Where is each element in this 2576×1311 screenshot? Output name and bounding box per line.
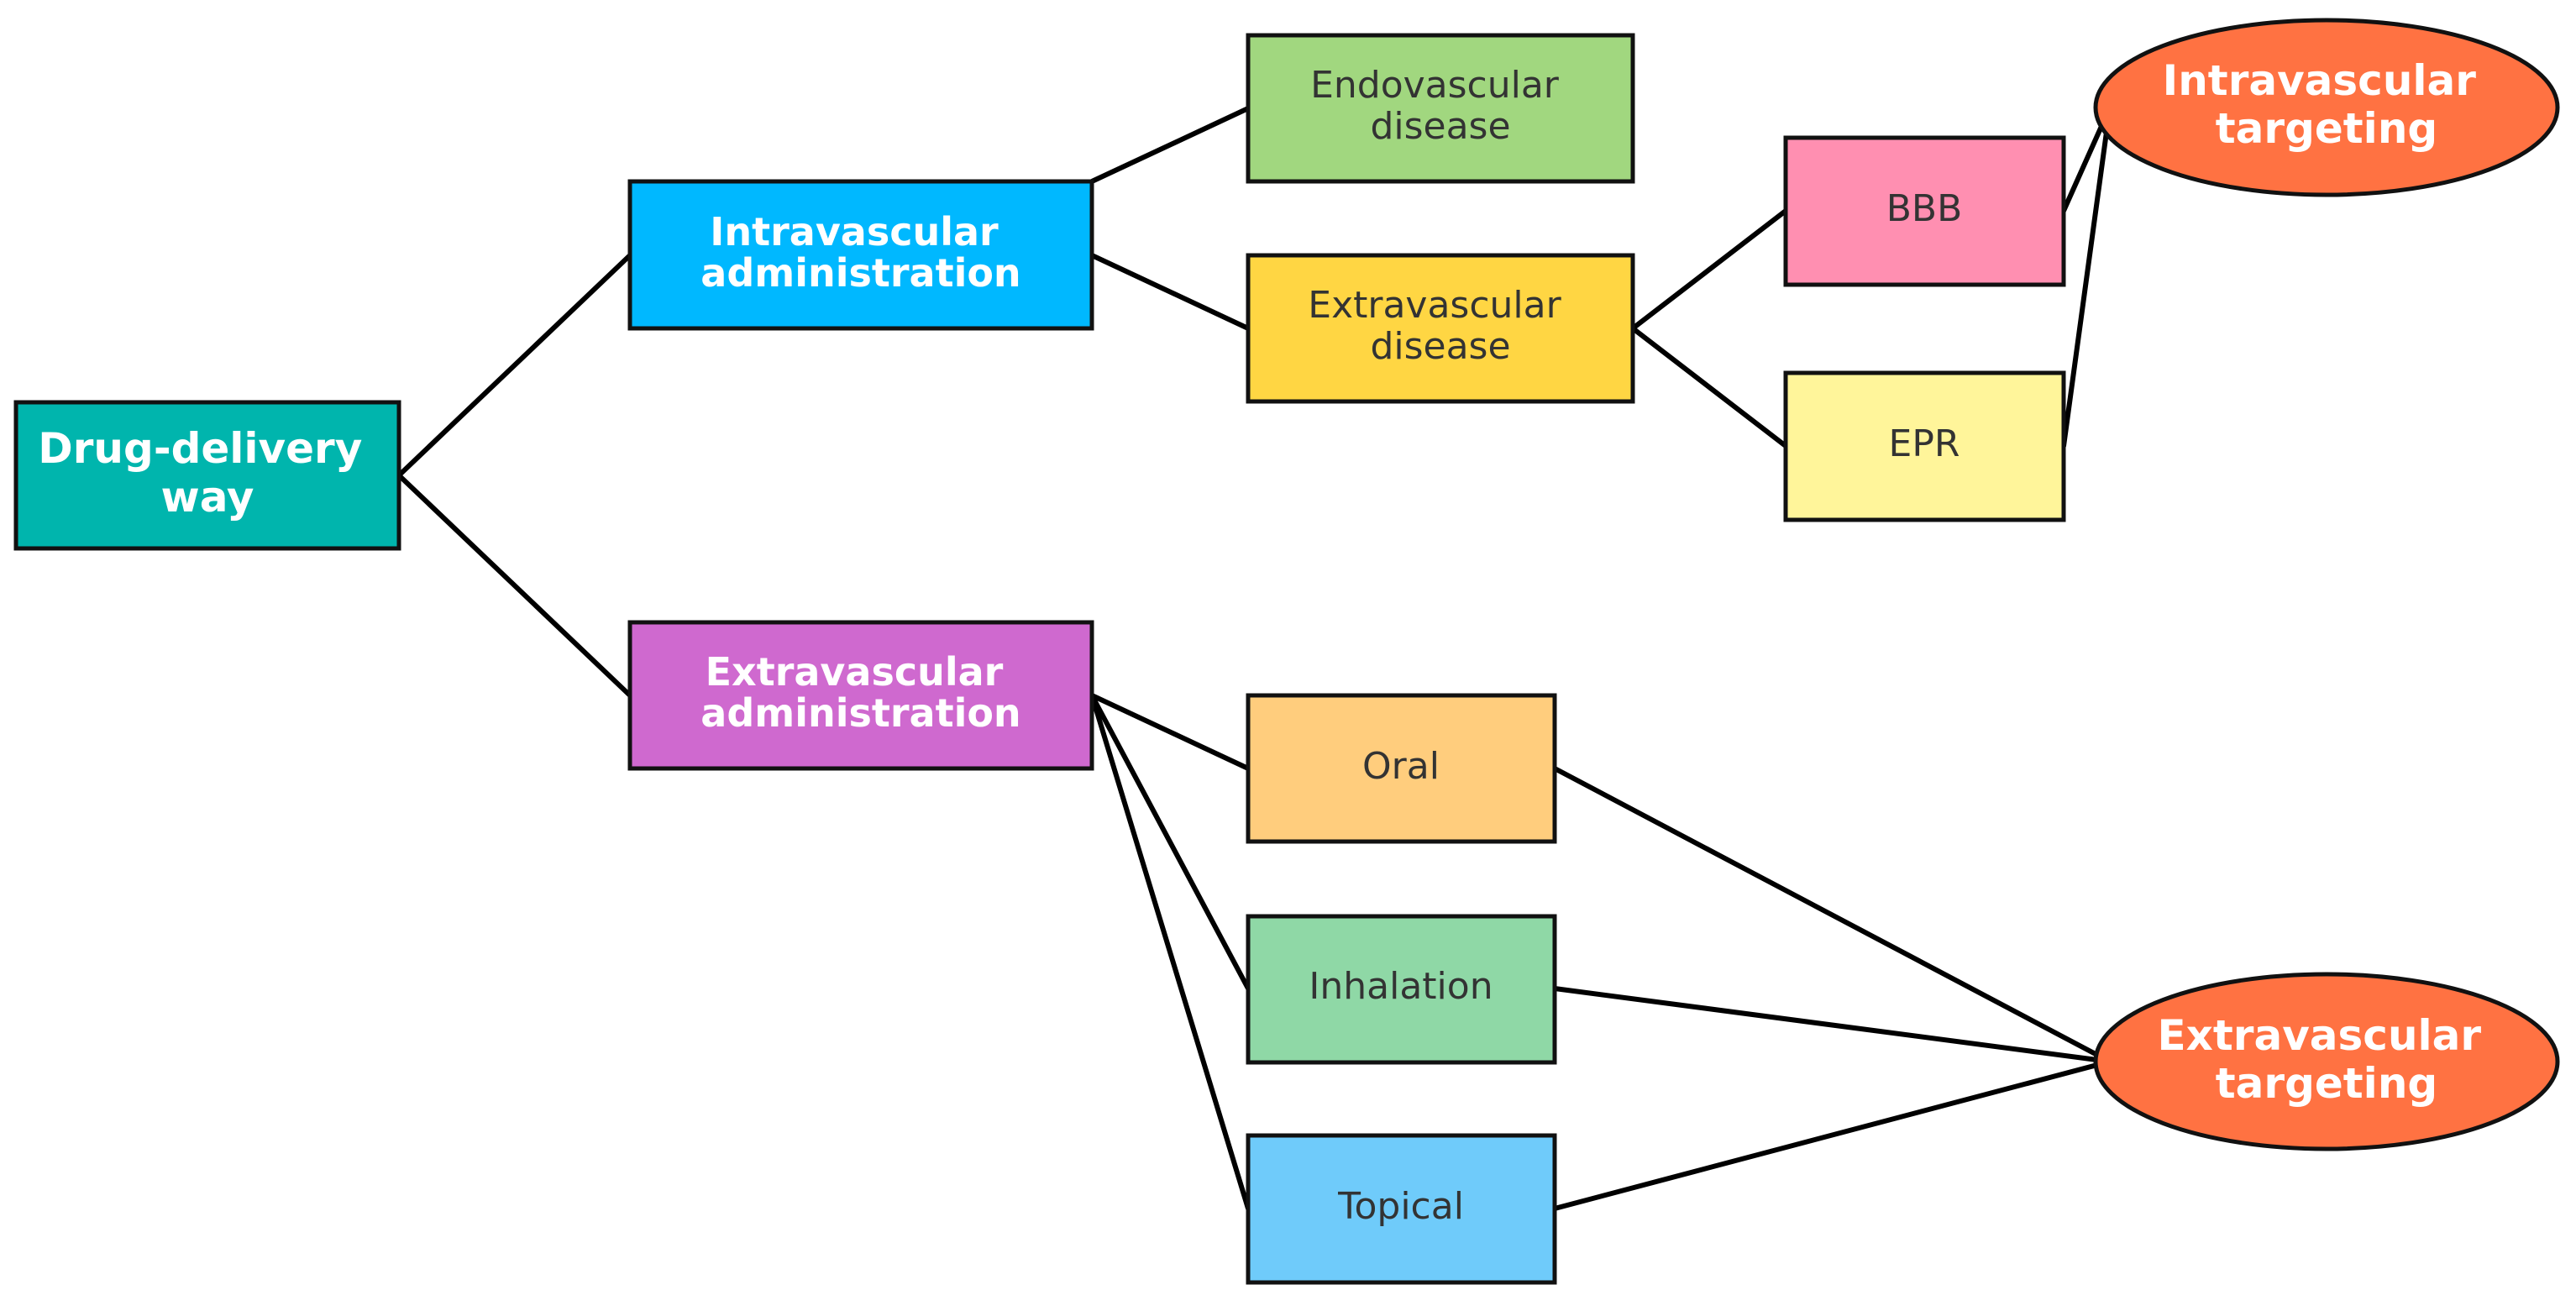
svg-text:Extravascular disease: Extravascular disease bbox=[1308, 284, 1572, 368]
node-topical-label: Topical bbox=[1337, 1185, 1464, 1228]
edge-epr-to-intravascular-targeting bbox=[2061, 105, 2112, 448]
edge-extravascular-admin-to-oral bbox=[1089, 693, 1251, 771]
node-inhalation-label: Inhalation bbox=[1309, 965, 1493, 1008]
node-extravascular-targeting-line-2: targeting bbox=[2216, 1059, 2437, 1108]
edge-topical-to-extravascular-targeting bbox=[1552, 1059, 2112, 1211]
edge-inhalation-to-extravascular-targeting bbox=[1552, 986, 2112, 1064]
svg-text:EPR: EPR bbox=[1889, 422, 1960, 465]
node-epr-label: EPR bbox=[1889, 422, 1960, 465]
edge-extravascular-admin-to-inhalation bbox=[1089, 693, 1251, 991]
svg-text:Intravascular targeting: Intravascular targeting bbox=[2163, 56, 2491, 153]
node-extravascular-administration-line-1: Extravascular bbox=[706, 649, 1004, 695]
node-oral: Oral bbox=[1246, 693, 1557, 844]
edge-root-to-intravascular-admin bbox=[396, 253, 632, 478]
node-oral-label: Oral bbox=[1362, 745, 1440, 788]
edge-intravascular-admin-to-endovascular-disease bbox=[1089, 106, 1251, 184]
edge-intravascular-admin-to-extravascular-disease bbox=[1089, 253, 1251, 331]
node-bbb: BBB bbox=[1783, 135, 2066, 287]
edge-oral-to-extravascular-targeting bbox=[1552, 766, 2112, 1064]
node-extravascular-administration: Extravascular administration bbox=[627, 620, 1094, 771]
node-epr: EPR bbox=[1783, 370, 2066, 522]
node-intravascular-administration-line-2: administration bbox=[700, 250, 1020, 296]
svg-text:Drug-delivery way: Drug-delivery way bbox=[38, 424, 376, 522]
edge-root-to-extravascular-admin bbox=[396, 473, 632, 698]
node-intravascular-administration: Intravascular administration bbox=[627, 179, 1094, 331]
node-intravascular-targeting-line-2: targeting bbox=[2216, 104, 2437, 153]
svg-text:Inhalation: Inhalation bbox=[1309, 965, 1493, 1008]
svg-text:Intravascular administra: Intravascular administration bbox=[700, 209, 1020, 296]
svg-text:BBB: BBB bbox=[1886, 187, 1963, 230]
connectors bbox=[396, 105, 2112, 1211]
node-drug-delivery-way-line-1: Drug-delivery bbox=[38, 424, 362, 473]
node-intravascular-administration-line-1: Intravascular bbox=[710, 209, 999, 254]
node-intravascular-targeting-line-1: Intravascular bbox=[2163, 56, 2477, 105]
node-extravascular-disease-line-1: Extravascular bbox=[1308, 284, 1561, 327]
node-topical: Topical bbox=[1246, 1133, 1557, 1285]
node-drug-delivery-way: Drug-delivery way bbox=[13, 400, 401, 551]
edge-extravascular-admin-to-topical bbox=[1089, 693, 1251, 1211]
node-endovascular-disease-line-1: Endovascular bbox=[1310, 64, 1560, 107]
node-extravascular-targeting-line-1: Extravascular bbox=[2158, 1011, 2482, 1060]
node-extravascular-administration-line-2: administration bbox=[700, 690, 1020, 736]
node-extravascular-disease-line-2: disease bbox=[1370, 325, 1510, 368]
node-bbb-label: BBB bbox=[1886, 187, 1963, 230]
node-extravascular-targeting: Extravascular targeting bbox=[2093, 972, 2560, 1151]
edge-extravascular-disease-to-bbb bbox=[1630, 208, 1788, 331]
node-extravascular-disease: Extravascular disease bbox=[1246, 253, 1635, 404]
svg-text:Oral: Oral bbox=[1362, 745, 1440, 788]
svg-text:Extravascular administra: Extravascular administration bbox=[700, 649, 1020, 736]
svg-text:Topical: Topical bbox=[1337, 1185, 1464, 1228]
node-inhalation: Inhalation bbox=[1246, 914, 1557, 1065]
node-intravascular-targeting: Intravascular targeting bbox=[2093, 18, 2560, 197]
node-endovascular-disease: Endovascular disease bbox=[1246, 33, 1635, 184]
node-drug-delivery-way-line-2: way bbox=[161, 473, 254, 522]
edge-extravascular-disease-to-epr bbox=[1630, 326, 1788, 448]
svg-text:Endovascular disease: Endovascular disease bbox=[1310, 64, 1571, 148]
node-endovascular-disease-line-2: disease bbox=[1370, 105, 1510, 148]
svg-text:Extravascular targeting: Extravascular targeting bbox=[2158, 1011, 2496, 1108]
